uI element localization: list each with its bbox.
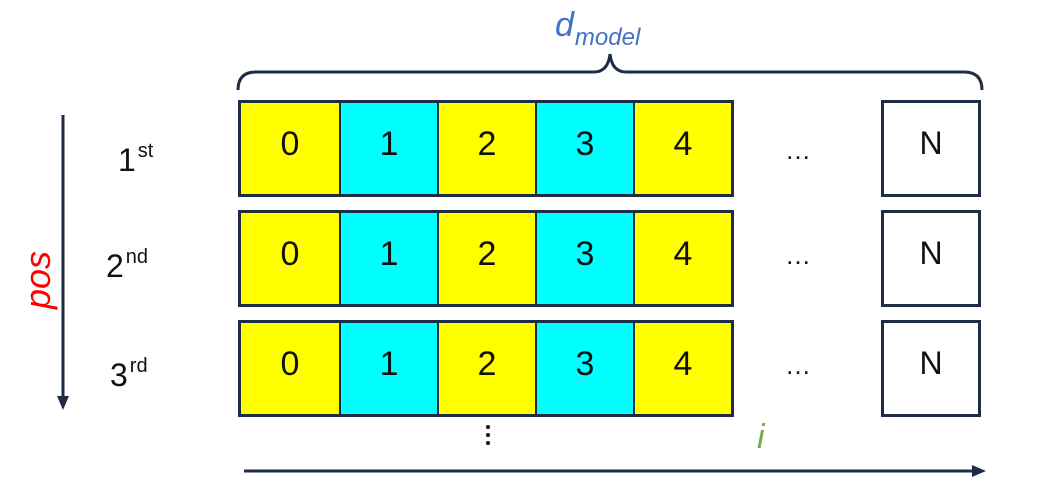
dimension-cell: 1 — [339, 103, 437, 194]
row-label-3-suffix: rd — [129, 355, 148, 377]
dimension-cell: 1 — [339, 323, 437, 414]
dimension-cell: 0 — [241, 323, 339, 414]
row-label-2-base: 2 — [106, 248, 124, 284]
dimension-cell: 3 — [535, 323, 633, 414]
row-label-2-suffix: nd — [125, 246, 149, 268]
row-ellipsis-2: … — [785, 240, 811, 270]
i-axis-label: i — [757, 418, 765, 456]
dmodel-brace — [236, 53, 984, 91]
embedding-row-2: 0 1 2 3 4 — [238, 210, 734, 307]
last-dimension-cell-2: N — [881, 210, 981, 307]
last-dimension-cell-1: N — [881, 100, 981, 197]
dimension-cell: 2 — [437, 213, 535, 304]
embedding-row-1: 0 1 2 3 4 — [238, 100, 734, 197]
row-label-1-base: 1 — [118, 142, 136, 178]
dmodel-label-main: d — [555, 6, 574, 44]
row-label-3-base: 3 — [110, 357, 128, 393]
dimension-cell: 2 — [437, 103, 535, 194]
dimension-cell: 3 — [535, 103, 633, 194]
dmodel-label: dmodel — [555, 6, 640, 52]
dimension-cell: 1 — [339, 213, 437, 304]
dimension-cell: 0 — [241, 213, 339, 304]
dmodel-label-sub: model — [574, 24, 641, 51]
dimension-cell: 2 — [437, 323, 535, 414]
embedding-row-3: 0 1 2 3 4 — [238, 320, 734, 417]
more-rows-ellipsis-icon — [484, 425, 492, 445]
dimension-cell: 4 — [633, 323, 731, 414]
row-ellipsis-1: … — [785, 135, 811, 165]
dimension-cell: 0 — [241, 103, 339, 194]
pos-arrow — [57, 115, 69, 410]
dimension-cell: 4 — [633, 213, 731, 304]
row-label-1-suffix: st — [137, 140, 154, 162]
dimension-cell: 4 — [633, 103, 731, 194]
row-ellipsis-3: … — [785, 350, 811, 380]
dimension-cell: 3 — [535, 213, 633, 304]
last-dimension-cell-3: N — [881, 320, 981, 417]
